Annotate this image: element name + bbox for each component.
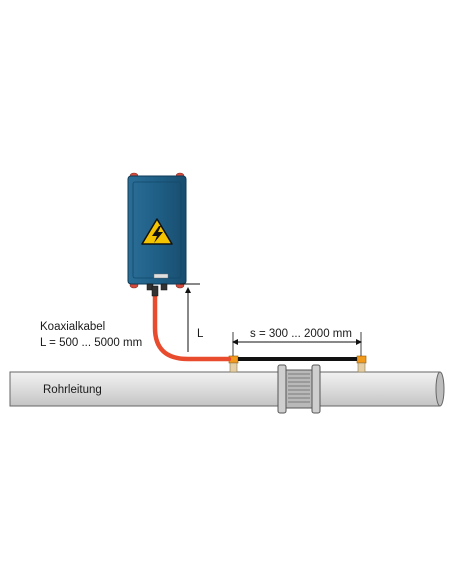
label-cable-name: Koaxialkabel [40,321,105,333]
high-voltage-warning-icon [141,218,173,245]
cable-gland-center [151,285,159,297]
nameplate [153,273,169,279]
pipe [9,371,445,407]
label-pipe: Rohrleitung [43,384,102,396]
pipe-flange-joint [277,364,321,414]
label-cable-length: L = 500 ... 5000 mm [40,337,142,349]
label-distance-L: L [197,328,204,340]
sensor-clamp-right [356,355,367,373]
cable-gland-right [160,283,168,291]
label-spacing: s = 300 ... 2000 mm [250,328,352,340]
coax-cable [152,293,232,362]
dimension-s [232,332,362,356]
